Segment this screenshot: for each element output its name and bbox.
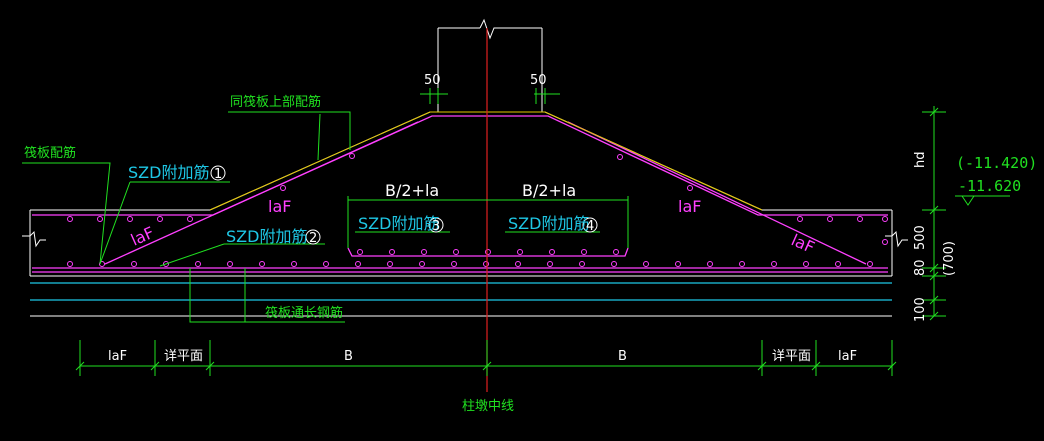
rebar-dot	[579, 261, 585, 267]
label-dim50-left: 50	[424, 73, 441, 88]
dim-100: 100	[913, 297, 928, 322]
dim-b-left: B	[344, 349, 353, 364]
rebar-dot	[227, 261, 233, 267]
label-same-as-top: 同筏板上部配筋	[230, 94, 321, 110]
label-raft-rebar: 筏板配筋	[24, 145, 76, 161]
rebars	[32, 115, 888, 273]
rebar-dot	[451, 261, 457, 267]
label-szd-3: SZD附加筋	[358, 214, 439, 233]
label-laf-diag-left: laF	[128, 223, 157, 250]
rebar-dots	[67, 153, 888, 267]
label-szd-2: SZD附加筋	[226, 227, 307, 246]
slab-outline	[29, 18, 893, 277]
circle-num-3: 3	[432, 219, 440, 234]
rebar-dot	[675, 261, 681, 267]
rebar-dot	[485, 249, 491, 255]
rebar-dot	[882, 216, 888, 222]
rebar-dot	[389, 249, 395, 255]
rebar-dot	[617, 154, 623, 160]
dimension-lines	[22, 88, 1010, 376]
dim-500: 500	[913, 225, 928, 250]
dim-laf-left: laF	[108, 349, 127, 364]
top-surface-line	[209, 111, 763, 211]
rebar-dot	[515, 261, 521, 267]
base-layers	[30, 282, 892, 301]
circle-num-4: 4	[586, 219, 594, 234]
rebar-dot	[355, 261, 361, 267]
rebar-dot	[157, 216, 163, 222]
label-b2la-left: B/2+la	[385, 181, 439, 200]
circle-num-2: 2	[309, 231, 317, 246]
rebar-dot	[280, 185, 286, 191]
dim-700: (700)	[942, 241, 957, 276]
rebar-dot	[687, 185, 693, 191]
dim-hd: hd	[913, 152, 928, 169]
elevation-bottom: -11.620	[958, 177, 1021, 195]
break-symbols	[22, 230, 908, 248]
rebar-dot	[827, 216, 833, 222]
rebar-dot	[419, 261, 425, 267]
rebar-dot	[453, 249, 459, 255]
rebar-dot	[771, 261, 777, 267]
rebar-dot	[131, 261, 137, 267]
rebar-dot	[857, 216, 863, 222]
label-b2la-right: B/2+la	[522, 181, 576, 200]
rebar-dot	[259, 261, 265, 267]
rebar-dot	[797, 216, 803, 222]
label-szd-1: SZD附加筋	[128, 163, 209, 182]
rebar-dot	[581, 249, 587, 255]
rebar-dot	[187, 216, 193, 222]
label-col-center: 柱墩中线	[462, 399, 514, 414]
rebar-dot	[67, 216, 73, 222]
elevation-top: (-11.420)	[956, 154, 1037, 172]
dim-flat-right: 详平面	[772, 349, 811, 364]
rebar-dot	[803, 261, 809, 267]
rebar-dot	[421, 249, 427, 255]
rebar-dot	[549, 249, 555, 255]
rebar-dot	[483, 261, 489, 267]
rebar-dot	[349, 153, 355, 159]
label-laf-top-left: laF	[268, 197, 291, 216]
rebar-dot	[882, 239, 888, 245]
rebar-dot	[163, 261, 169, 267]
rebar-dot	[195, 261, 201, 267]
dim-b-right: B	[618, 349, 627, 364]
dim-flat-left: 详平面	[164, 349, 203, 364]
rebar-dot	[323, 261, 329, 267]
circle-num-1: 1	[214, 167, 222, 182]
rebar-dot	[611, 261, 617, 267]
label-szd-4: SZD附加筋	[508, 214, 589, 233]
rebar-dot	[707, 261, 713, 267]
rebar-dot	[517, 249, 523, 255]
rebar-dot	[67, 261, 73, 267]
dim-laf-right: laF	[838, 349, 857, 364]
rebar-dot	[99, 261, 105, 267]
rebar-dot	[547, 261, 553, 267]
label-dim50-right: 50	[530, 73, 547, 88]
rebar-id-circles	[210, 165, 598, 245]
dim-80: 80	[913, 259, 928, 276]
rebar-dot	[357, 249, 363, 255]
label-laf-top-right: laF	[678, 197, 701, 216]
rebar-dot	[867, 261, 873, 267]
rebar-dot	[613, 249, 619, 255]
rebar-dot	[387, 261, 393, 267]
rebar-dot	[739, 261, 745, 267]
rebar-dot	[835, 261, 841, 267]
label-laf-diag-right: laF	[788, 230, 817, 257]
rebar-dot	[643, 261, 649, 267]
label-through-rebar: 筏板通长钢筋	[265, 305, 343, 321]
rebar-dot	[127, 216, 133, 222]
rebar-dot	[291, 261, 297, 267]
rebar-dot	[97, 216, 103, 222]
